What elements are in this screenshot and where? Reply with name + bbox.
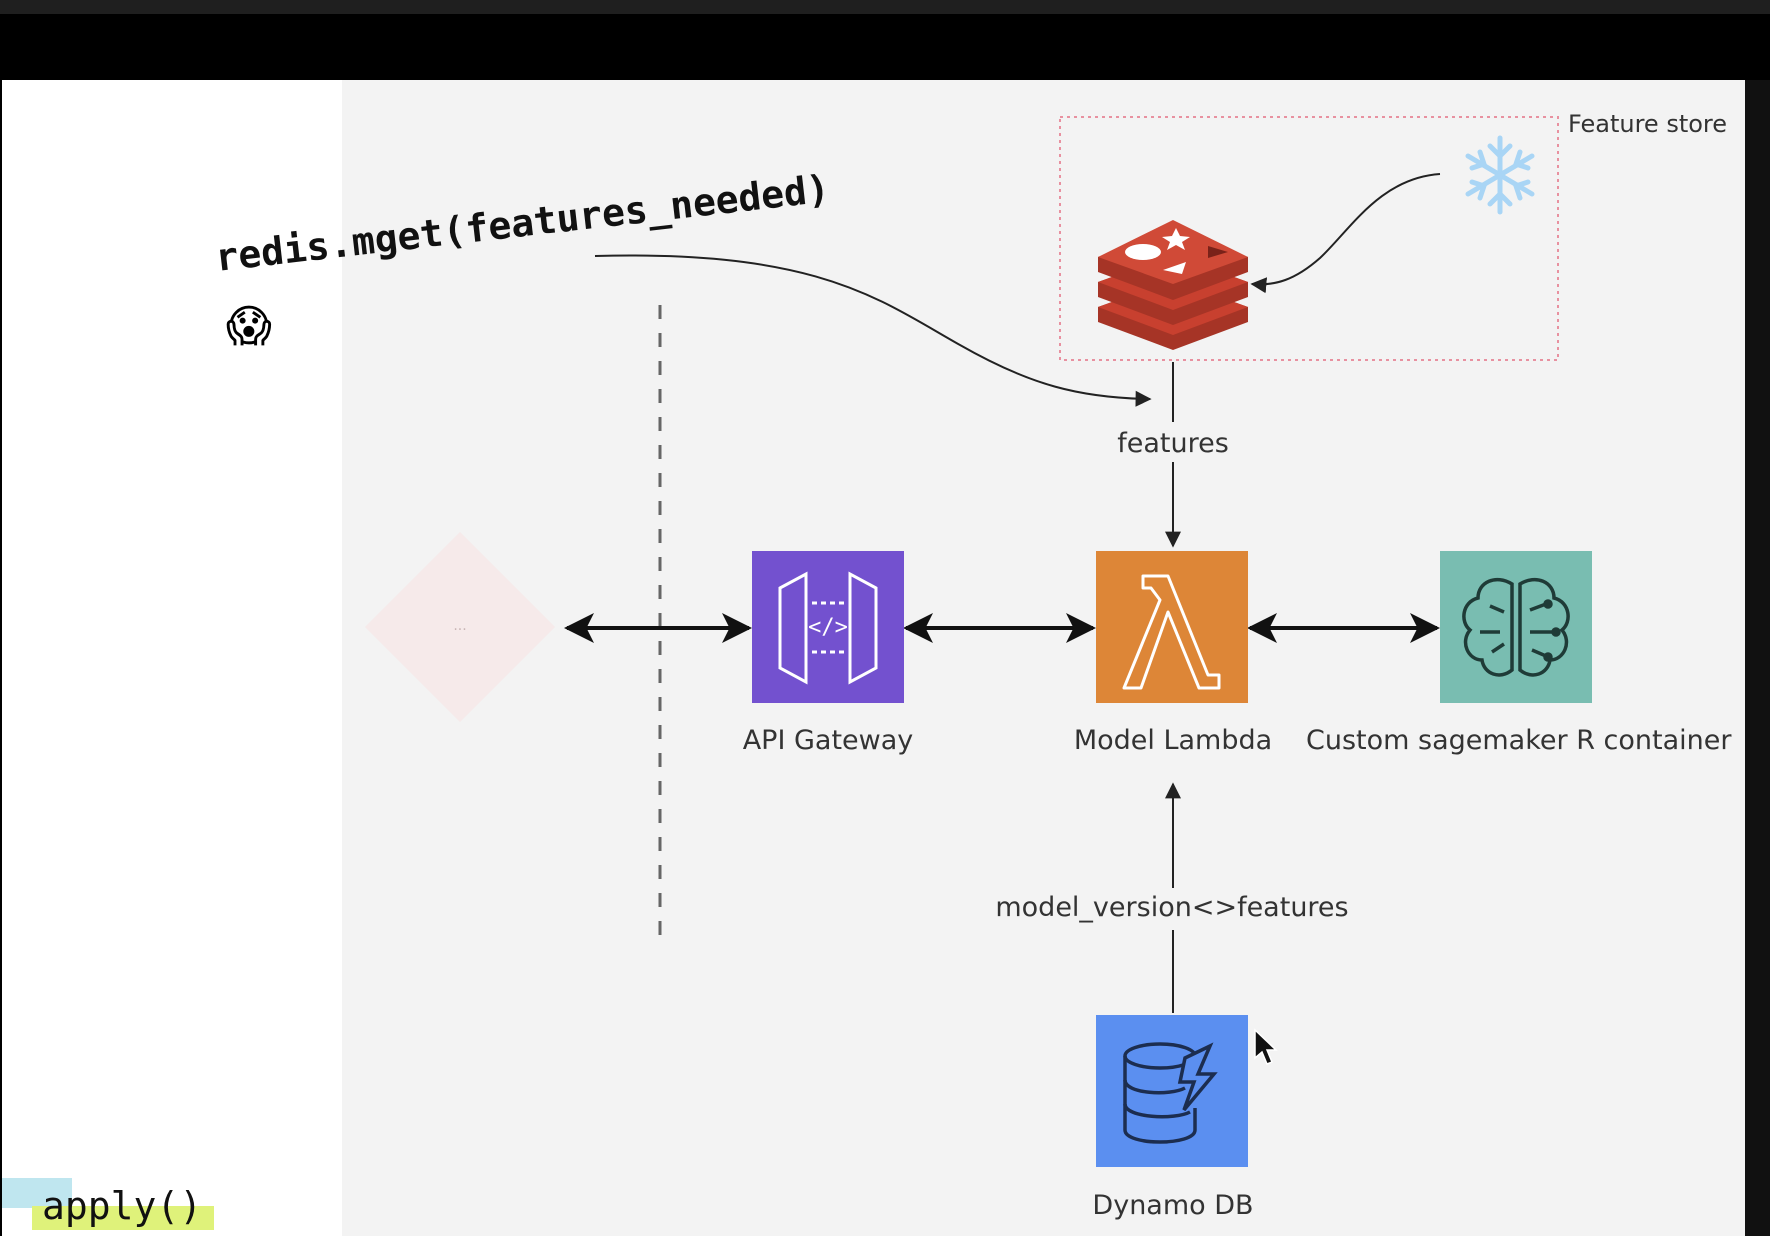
- apply-highlight-blue: [2, 1178, 72, 1208]
- dynamo-db-node[interactable]: [1096, 1015, 1248, 1167]
- apply-annotation: apply(): [42, 1184, 203, 1228]
- scream-emoji: 😱: [226, 301, 272, 352]
- svg-text:</>: </>: [808, 615, 848, 640]
- snowflake-icon: [1465, 135, 1535, 215]
- lambda-icon: [1122, 574, 1221, 690]
- model-lambda-node[interactable]: [1096, 551, 1248, 703]
- snowflake-to-redis-arrow: [1250, 173, 1441, 294]
- model-version-edge-label: model_version<>features: [982, 892, 1362, 923]
- api-gateway-label: API Gateway: [742, 725, 914, 756]
- features-edge-label: features: [1098, 428, 1248, 459]
- dynamo-db-label: Dynamo DB: [1092, 1190, 1254, 1221]
- model-lambda-label: Model Lambda: [1073, 725, 1273, 756]
- dynamodb-icon: [1123, 1042, 1218, 1144]
- apply-highlight-yellow: [32, 1206, 214, 1230]
- api-gateway-node[interactable]: </>: [752, 551, 904, 703]
- api-gateway-icon: </>: [778, 571, 878, 685]
- video-top-bar: [0, 0, 1770, 80]
- title-strip: [0, 0, 1770, 14]
- right-edge-strip: [1745, 80, 1770, 1236]
- feature-store-region: [1059, 116, 1559, 361]
- mget-curve-arrow: [594, 254, 1152, 407]
- faded-node-label: ...: [453, 618, 467, 634]
- sagemaker-label: Custom sagemaker R container: [1306, 725, 1732, 756]
- sagemaker-node[interactable]: [1440, 551, 1592, 703]
- redis-icon: [1098, 220, 1248, 350]
- faded-node[interactable]: [365, 532, 555, 722]
- mouse-cursor-icon: [1254, 1028, 1278, 1065]
- feature-store-label: Feature store: [1568, 110, 1728, 138]
- brain-icon: [1462, 577, 1570, 677]
